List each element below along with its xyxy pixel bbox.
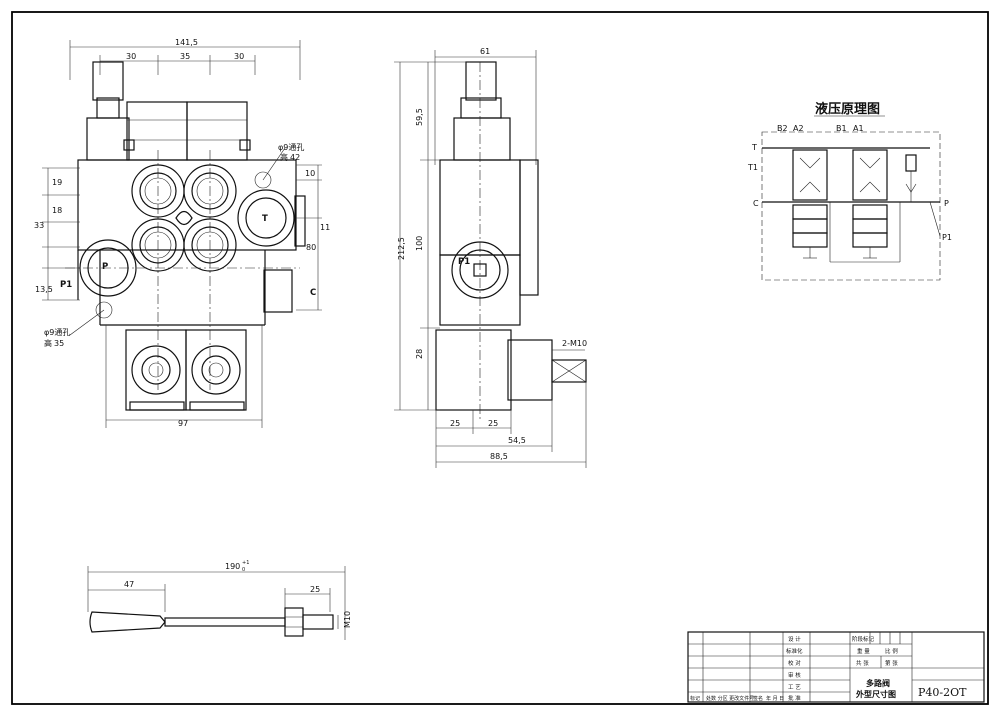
dim-right-seg: 30 [234, 52, 244, 61]
dim-overall-width: 141,5 [175, 38, 198, 47]
dim-28: 28 [415, 349, 424, 359]
dim-handle-length: 190 [225, 562, 240, 571]
tb-row-review: 审 核 [788, 671, 801, 679]
dim-left-18: 18 [52, 206, 62, 215]
dim-thread-2-m10: 2-M10 [562, 339, 587, 348]
tb-row-design: 设 计 [788, 635, 801, 643]
tb-row-process: 工 艺 [788, 684, 801, 691]
schem-label-a1: A1 [853, 124, 864, 133]
schem-label-t: T [751, 143, 757, 152]
dim-54-5: 54,5 [508, 436, 526, 445]
dim-right-10: 10 [305, 169, 315, 178]
dim-right-11: 11 [320, 223, 330, 232]
schem-label-c: C [753, 199, 759, 208]
schem-label-b2: B2 [777, 124, 788, 133]
port-p-label: P [102, 262, 108, 272]
hole-note-upper-line1: φ9通孔 [278, 142, 304, 152]
dim-left-19: 19 [52, 178, 62, 187]
tb-name-line1: 多路阀 [866, 678, 890, 688]
front-view: 141,5 30 35 30 [34, 38, 330, 428]
hole-note-lower-line2-label: 高 [44, 338, 52, 348]
title-block: 设 计 标准化 校 对 审 核 工 艺 批 准 阶段标记 重 量 比 例 共 张… [687, 631, 985, 703]
hydraulic-schematic: 液压原理图 T T1 B2 A2 B1 [747, 101, 952, 281]
tb-bottom-sign: 签名 [753, 695, 763, 702]
dim-mid-seg: 35 [180, 52, 190, 61]
schem-label-t1: T1 [747, 163, 758, 172]
dim-88-5: 88,5 [490, 452, 508, 461]
schem-label-a2: A2 [793, 124, 804, 133]
dim-handle-tol-bottom: 0 [242, 567, 245, 573]
dim-bottom-25b: 25 [488, 419, 498, 428]
port-c-label: C [310, 288, 316, 298]
schem-label-p: P [944, 199, 949, 208]
port-t-label: T [262, 214, 268, 224]
tb-row-standard: 标准化 [786, 647, 803, 655]
handle-view: 190 +1 0 47 25 M10 [87, 560, 352, 640]
dim-212-5: 212,5 [397, 237, 406, 260]
hole-note-lower-line2-value: 35 [54, 339, 64, 348]
tb-drawing-no: P40-2OT [918, 686, 967, 699]
dim-handle-thread: M10 [343, 611, 352, 628]
dim-bottom-25a: 25 [450, 419, 460, 428]
dim-left-13-5: 13,5 [35, 285, 53, 294]
dim-100: 100 [415, 236, 424, 251]
sheet-frame [11, 11, 989, 705]
tb-stage: 阶段标记 [852, 635, 875, 643]
tb-name-line2: 外型尺寸图 [856, 689, 896, 699]
dim-left-seg: 30 [126, 52, 136, 61]
tb-row-approve: 批 准 [788, 694, 801, 702]
dim-handle-grip: 47 [124, 580, 134, 589]
tb-scale: 比 例 [885, 647, 898, 655]
tb-bottom-date: 年 月 日 [766, 695, 784, 702]
tb-row-check: 校 对 [788, 659, 801, 667]
hole-note-upper-line2-value: 42 [290, 153, 300, 162]
hole-note-upper-line2-label: 高 [280, 152, 288, 162]
tb-bottom-change: 处数 分区 更改文件号 [706, 695, 754, 702]
dim-right-80: 80 [306, 243, 316, 252]
dim-59-5: 59,5 [415, 108, 424, 126]
port-p1-side-label: P1 [60, 280, 72, 290]
schem-label-p1: P1 [942, 233, 952, 242]
dim-base-width: 97 [178, 419, 188, 428]
hole-note-lower-line1: φ9通孔 [44, 327, 70, 337]
tb-bottom-mark: 标记 [690, 695, 700, 702]
dim-top-width: 61 [480, 47, 490, 56]
tb-weight: 重 量 [857, 647, 870, 655]
schem-label-b1: B1 [836, 124, 847, 133]
tb-sheet-no: 第 张 [885, 659, 898, 667]
dim-handle-thread-len: 25 [310, 585, 320, 594]
schematic-title: 液压原理图 [815, 101, 880, 117]
side-view: 61 P1 2-M10 212,5 59,5 100 28 [394, 47, 587, 468]
dim-handle-tol-top: +1 [242, 560, 249, 566]
tb-sheets: 共 张 [856, 659, 869, 667]
dim-left-33: 33 [34, 221, 44, 230]
side-port-p1-label: P1 [458, 257, 470, 267]
